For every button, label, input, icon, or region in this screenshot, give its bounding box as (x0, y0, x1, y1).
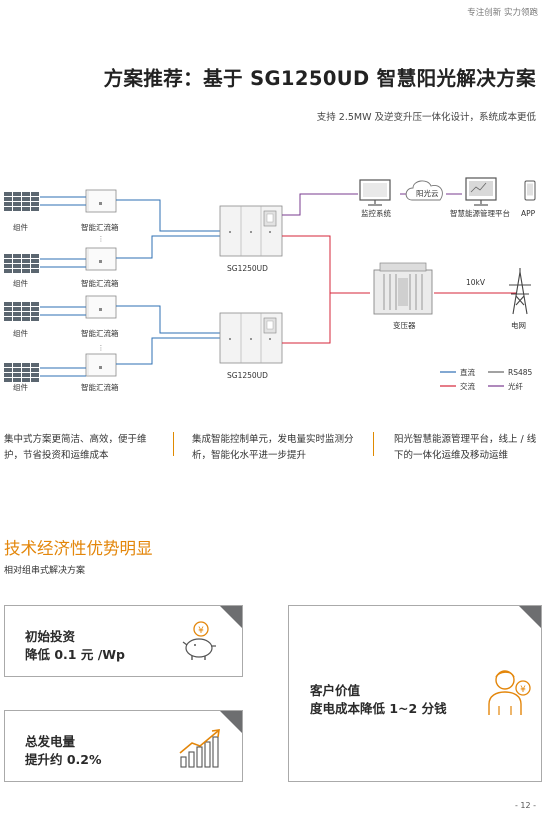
svg-text:⋮: ⋮ (98, 235, 105, 243)
card-generation: 总发电量 提升约 0.2% (4, 710, 243, 782)
cloud-label: 阳光云 (416, 188, 439, 198)
feature-divider-2 (373, 432, 374, 456)
combiner-label-1: 智能汇流箱 (81, 222, 119, 232)
card-investment-value: 降低 0.1 元 /Wp (25, 647, 126, 662)
transformer-label: 变压器 (393, 320, 416, 330)
svg-text:¥: ¥ (198, 626, 204, 636)
platform-label: 智慧能源管理平台 (450, 208, 510, 218)
combiner-label-3: 智能汇流箱 (81, 328, 119, 338)
card-customer-title: 客户价值 (310, 683, 361, 698)
person-money-icon: ¥ (488, 670, 531, 715)
module-label-3: 组件 (13, 328, 28, 338)
combiner-label-4: 智能汇流箱 (81, 382, 119, 392)
card-corner-marker (220, 711, 242, 733)
phone-icon (524, 180, 536, 201)
inverter-label-2: SG1250UD (227, 371, 268, 380)
feature-divider-1 (173, 432, 174, 456)
power-tower-icon (509, 268, 531, 315)
section-title: 技术经济性优势明显 (4, 539, 153, 558)
dc-connections (40, 196, 220, 377)
svg-text:⋮: ⋮ (98, 344, 105, 352)
card-generation-title: 总发电量 (25, 734, 76, 749)
card-generation-value: 提升约 0.2% (25, 752, 102, 767)
monitor-icon (359, 179, 391, 206)
page-title: 方案推荐：基于 SG1250UD 智慧阳光解决方案 (103, 67, 536, 90)
legend-rs485: RS485 (508, 368, 533, 377)
svg-text:¥: ¥ (520, 685, 526, 695)
app-label: APP (521, 209, 536, 218)
monitor-label: 监控系统 (361, 208, 391, 218)
feature-text-3: 阳光智慧能源管理平台，线上 / 线下的一体化运维及移动运维 (394, 434, 537, 461)
transformer-icon (373, 262, 433, 315)
legend-dc: 直流 (460, 367, 475, 377)
card-corner-marker (519, 606, 541, 628)
inverter-label-1: SG1250UD (227, 264, 268, 273)
feature-text-2: 集成智能控制单元，发电量实时监测分析，智能化水平进一步提升 (192, 434, 354, 461)
ac-connections (282, 235, 516, 344)
module-label-2: 组件 (13, 278, 28, 288)
piggy-bank-icon: ¥ (182, 621, 216, 660)
page-number: - 12 - (514, 801, 536, 810)
page-subtitle: 支持 2.5MW 及逆变升压一体化设计，系统成本更低 (316, 112, 536, 123)
card-investment: 初始投资 降低 0.1 元 /Wp ¥ (4, 605, 243, 677)
module-label-4: 组件 (13, 382, 28, 392)
card-corner-marker (220, 606, 242, 628)
card-customer-value-text: 度电成本降低 1~2 分钱 (310, 701, 447, 716)
header-tagline: 专注创新 实力领跑 (467, 8, 538, 18)
card-investment-title: 初始投资 (25, 629, 76, 644)
legend-ac: 交流 (460, 381, 475, 391)
voltage-label: 10kV (466, 278, 486, 287)
platform-icon (465, 177, 497, 206)
cloud-icon (405, 180, 443, 201)
card-customer-value: 客户价值 度电成本降低 1~2 分钱 ¥ (288, 605, 542, 782)
feature-text-1: 集中式方案更简洁、高效，便于维护，节省投资和运维成本 (4, 434, 147, 461)
system-diagram: 组件 组件 组件 组件 智能汇流箱 智能汇流箱 智能汇流箱 智能汇流箱 ⋮ ⋮ … (4, 177, 536, 392)
growth-chart-icon (179, 729, 220, 768)
module-label-1: 组件 (13, 222, 28, 232)
legend: 直流 交流 RS485 光纤 (440, 367, 533, 391)
inverter-icon (219, 205, 283, 364)
section-subtitle: 相对组串式解决方案 (4, 566, 86, 576)
legend-fiber: 光纤 (508, 381, 523, 391)
grid-label: 电网 (511, 320, 526, 330)
combiner-label-2: 智能汇流箱 (81, 278, 119, 288)
